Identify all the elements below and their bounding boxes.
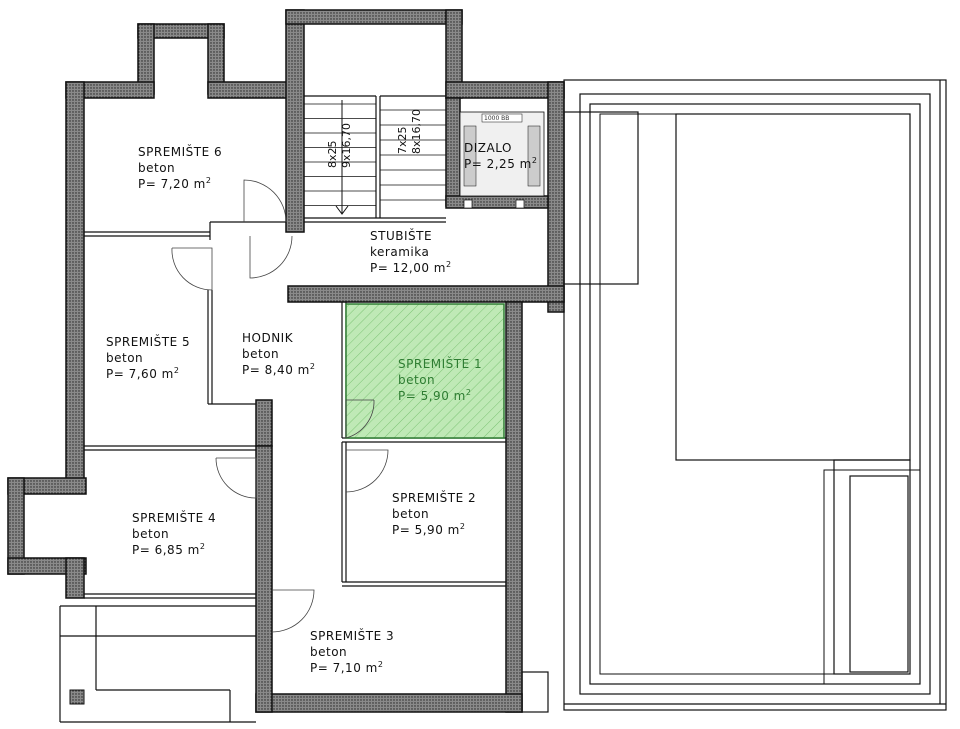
storage-1-highlight[interactable] bbox=[345, 303, 505, 439]
room-material-spremiste-1: beton bbox=[398, 373, 435, 387]
room-material-hodnik: beton bbox=[242, 347, 279, 361]
room-material-spremiste-5: beton bbox=[106, 351, 143, 365]
room-area-stubiste: P= 12,00 m2 bbox=[370, 260, 452, 275]
room-area-spremiste-3: P= 7,10 m2 bbox=[310, 660, 383, 675]
elevator-car: 1000 BB bbox=[459, 111, 545, 209]
room-material-stubiste: keramika bbox=[370, 245, 429, 259]
stair-flight-right-label-2: 8x16,70 bbox=[410, 109, 423, 154]
walls bbox=[7, 9, 565, 713]
room-labels: SPREMIŠTE 6 beton P= 7,20 m2 SPREMIŠTE 5… bbox=[106, 141, 537, 675]
room-area-spremiste-1: P= 5,90 m2 bbox=[398, 388, 471, 403]
room-area-spremiste-4: P= 6,85 m2 bbox=[132, 542, 205, 557]
terrace bbox=[521, 79, 947, 713]
room-name-spremiste-1: SPREMIŠTE 1 bbox=[398, 356, 482, 371]
room-area-spremiste-5: P= 7,60 m2 bbox=[106, 366, 179, 381]
stair-flight-left-label: 8x25 bbox=[326, 140, 339, 168]
room-name-dizalo: DIZALO bbox=[464, 141, 512, 155]
room-material-spremiste-4: beton bbox=[132, 527, 169, 541]
room-area-spremiste-6: P= 7,20 m2 bbox=[138, 176, 211, 191]
partitions bbox=[59, 217, 506, 723]
room-name-spremiste-2: SPREMIŠTE 2 bbox=[392, 490, 476, 505]
staircase bbox=[304, 95, 446, 218]
room-area-hodnik: P= 8,40 m2 bbox=[242, 362, 315, 377]
room-name-spremiste-4: SPREMIŠTE 4 bbox=[132, 510, 216, 525]
room-material-spremiste-2: beton bbox=[392, 507, 429, 521]
room-name-stubiste: STUBIŠTE bbox=[370, 228, 432, 243]
room-material-spremiste-3: beton bbox=[310, 645, 347, 659]
doors bbox=[171, 179, 389, 633]
elevator-tag: 1000 BB bbox=[484, 115, 509, 122]
room-name-spremiste-3: SPREMIŠTE 3 bbox=[310, 628, 394, 643]
room-name-spremiste-5: SPREMIŠTE 5 bbox=[106, 334, 190, 349]
room-area-spremiste-2: P= 5,90 m2 bbox=[392, 522, 465, 537]
stair-flight-right-label: 7x25 bbox=[396, 126, 409, 154]
room-area-dizalo: P= 2,25 m2 bbox=[464, 156, 537, 171]
room-name-spremiste-6: SPREMIŠTE 6 bbox=[138, 144, 222, 159]
room-material-spremiste-6: beton bbox=[138, 161, 175, 175]
stair-flight-left-label-2: 9x16,70 bbox=[340, 123, 353, 168]
room-name-hodnik: HODNIK bbox=[242, 331, 294, 345]
